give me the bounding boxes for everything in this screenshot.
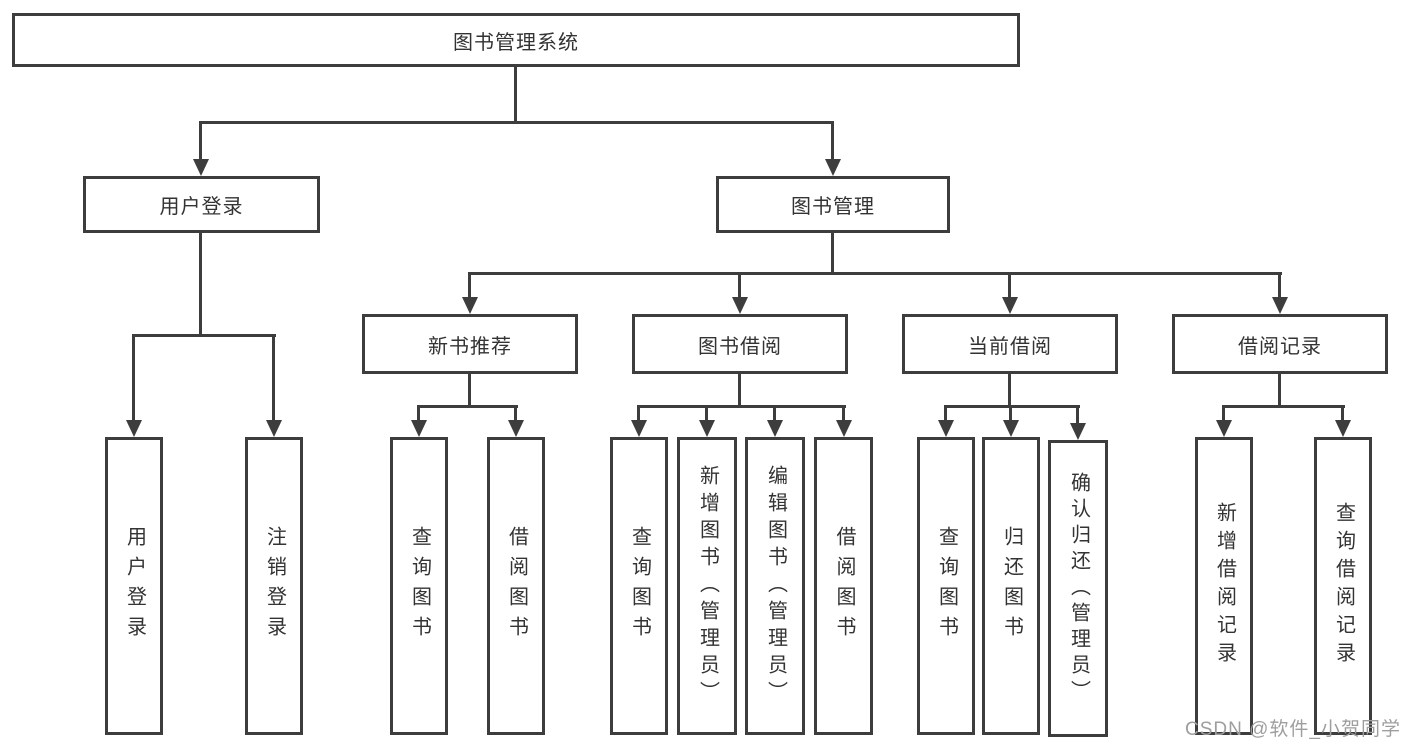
arrow-to-user-login xyxy=(199,121,202,159)
connector-book-mgmt-hline xyxy=(468,272,1282,275)
node-book-borrow-label: 图书借阅 xyxy=(698,335,782,358)
watermark: CSDN @软件_小贺同学 xyxy=(1185,719,1401,740)
arrow-to-leaf-logout xyxy=(272,334,275,420)
node-leaf-br-query-label: 查询借阅记录 xyxy=(1332,502,1355,670)
node-leaf-cb-confirm-label: 确认归还（管理员） xyxy=(1067,471,1090,706)
arrow-to-br-add xyxy=(1222,405,1225,420)
node-leaf-bb-borrow-label: 借阅图书 xyxy=(833,526,855,646)
arrow-to-nb-query xyxy=(417,405,420,420)
arrow-to-new-books xyxy=(468,272,471,297)
node-leaf-bb-add: 新增图书（管理员） xyxy=(677,437,737,735)
arrow-to-cb-return xyxy=(1009,405,1012,420)
node-leaf-nb-borrow-label: 借阅图书 xyxy=(505,526,528,646)
node-root: 图书管理系统 xyxy=(12,13,1020,67)
connector-current-borrow-trunk xyxy=(1008,373,1011,407)
connector-new-books-hline xyxy=(417,405,518,408)
node-current-borrow-label: 当前借阅 xyxy=(968,335,1052,358)
node-new-books-label: 新书推荐 xyxy=(428,335,512,358)
node-book-mgmt-label: 图书管理 xyxy=(791,196,875,218)
node-leaf-cb-query-label: 查询图书 xyxy=(935,526,958,646)
node-leaf-br-add: 新增借阅记录 xyxy=(1195,437,1253,735)
arrow-to-borrow-records xyxy=(1278,272,1281,297)
arrow-to-br-query xyxy=(1341,405,1344,420)
node-new-books: 新书推荐 xyxy=(362,314,578,374)
node-leaf-bb-edit: 编辑图书（管理员） xyxy=(745,437,805,735)
node-root-label: 图书管理系统 xyxy=(453,31,579,54)
node-user-login-label: 用户登录 xyxy=(159,196,244,218)
arrow-to-cb-query xyxy=(944,405,947,420)
node-leaf-cb-return: 归还图书 xyxy=(982,437,1040,735)
connector-borrow-records-hline xyxy=(1222,405,1345,408)
arrow-to-bb-query xyxy=(637,405,640,420)
node-leaf-bb-query-label: 查询图书 xyxy=(628,526,651,646)
node-leaf-cb-query: 查询图书 xyxy=(917,437,975,735)
connector-user-login-hline xyxy=(132,334,276,337)
node-leaf-bb-edit-label: 编辑图书（管理员） xyxy=(764,464,787,708)
node-leaf-br-add-label: 新增借阅记录 xyxy=(1213,502,1236,670)
node-leaf-cb-return-label: 归还图书 xyxy=(1000,526,1023,646)
node-leaf-nb-query-label: 查询图书 xyxy=(408,526,431,646)
node-leaf-bb-query: 查询图书 xyxy=(610,437,668,735)
connector-book-borrow-hline xyxy=(637,405,846,408)
node-leaf-logout-label: 注销登录 xyxy=(263,526,286,646)
arrow-to-bb-add xyxy=(705,405,708,420)
node-book-mgmt: 图书管理 xyxy=(716,176,950,233)
node-leaf-cb-confirm: 确认归还（管理员） xyxy=(1048,440,1108,737)
node-borrow-records: 借阅记录 xyxy=(1172,314,1388,374)
arrow-to-bb-borrow xyxy=(842,405,845,420)
connector-new-books-trunk xyxy=(468,373,471,407)
node-leaf-bb-add-label: 新增图书（管理员） xyxy=(696,464,719,708)
arrow-to-nb-borrow xyxy=(514,405,517,420)
arrow-to-current-borrow xyxy=(1008,272,1011,297)
connector-book-mgmt-trunk xyxy=(831,232,834,274)
node-leaf-logout: 注销登录 xyxy=(245,437,303,735)
connector-borrow-records-trunk xyxy=(1278,373,1281,407)
connector-user-login-trunk xyxy=(199,232,202,336)
node-leaf-bb-borrow: 借阅图书 xyxy=(814,437,873,735)
node-borrow-records-label: 借阅记录 xyxy=(1238,335,1322,358)
node-leaf-user-login-label: 用户登录 xyxy=(123,526,146,646)
node-book-borrow: 图书借阅 xyxy=(632,314,848,374)
connector-root-hline xyxy=(200,121,834,124)
node-leaf-br-query: 查询借阅记录 xyxy=(1314,437,1372,735)
node-user-login: 用户登录 xyxy=(83,176,320,233)
connector-book-borrow-trunk xyxy=(738,373,741,407)
connector-current-borrow-hline xyxy=(944,405,1080,408)
arrow-to-book-mgmt xyxy=(831,121,834,159)
arrow-to-book-borrow xyxy=(738,272,741,297)
node-leaf-user-login: 用户登录 xyxy=(105,437,163,735)
node-leaf-nb-query: 查询图书 xyxy=(390,437,448,735)
node-leaf-nb-borrow: 借阅图书 xyxy=(487,437,545,735)
arrow-to-cb-confirm xyxy=(1076,405,1079,423)
connector-root-trunk xyxy=(514,67,517,123)
arrow-to-leaf-user-login xyxy=(132,334,135,420)
node-current-borrow: 当前借阅 xyxy=(902,314,1118,374)
arrow-to-bb-edit xyxy=(773,405,776,420)
